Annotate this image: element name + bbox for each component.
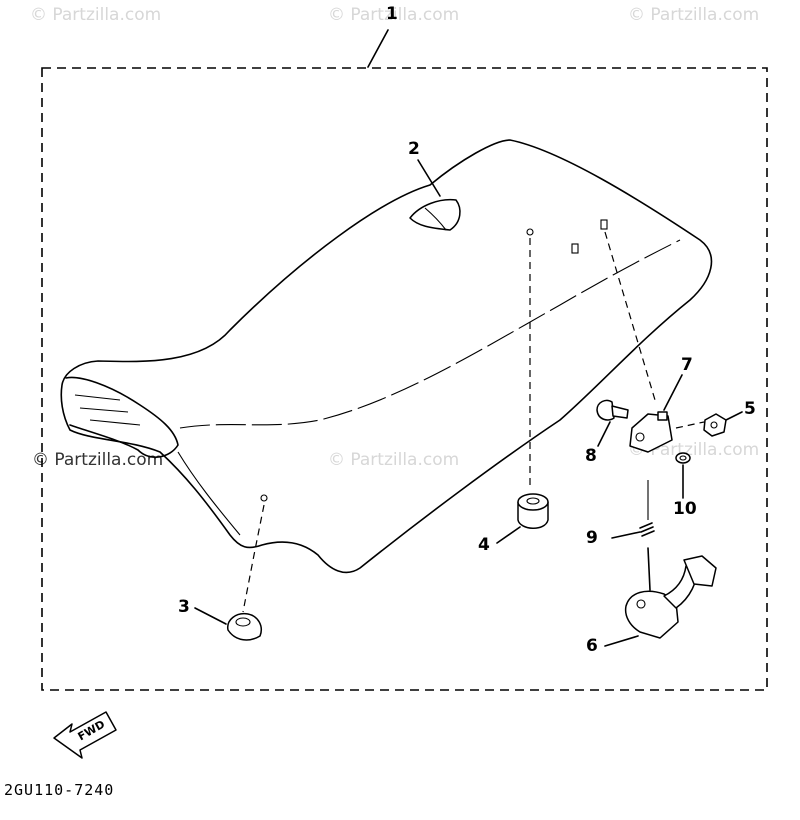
part-3-damper [194, 607, 262, 641]
part-4-damper [496, 493, 549, 544]
seat-front-ribs [74, 394, 141, 426]
part-8-bolt [596, 399, 629, 447]
seat [60, 139, 713, 574]
callout-2: 2 [408, 139, 420, 159]
callout-4: 4 [478, 535, 490, 555]
callout-8: 8 [585, 446, 597, 466]
part-10-washer [675, 452, 691, 499]
seat-hole [571, 243, 579, 254]
seat-outline [60, 139, 713, 574]
seat-hole [600, 219, 608, 230]
watermark: © Partzilla.com [628, 5, 760, 25]
alignment-line-3 [242, 504, 265, 613]
callout-3: 3 [178, 597, 190, 617]
callout-1: 1 [386, 4, 398, 24]
callout-6: 6 [586, 636, 598, 656]
callout-9: 9 [586, 528, 598, 548]
part-6-lock-lever [604, 547, 717, 647]
forward-arrow [53, 711, 117, 759]
part-7-bracket [629, 374, 683, 453]
watermark: © Partzilla.com [32, 450, 164, 470]
callout-5: 5 [744, 399, 756, 419]
seat-side-edge [177, 451, 241, 536]
seat-front-end [65, 376, 179, 458]
assembly-boundary [41, 67, 768, 691]
leader-1 [367, 29, 389, 68]
diagram-code: 2GU110-7240 [4, 781, 115, 799]
part-2-clip [409, 159, 461, 231]
part-9-spring [611, 480, 655, 539]
seat-hole [526, 228, 534, 236]
seat-hole [260, 494, 268, 502]
seat-seam [179, 239, 681, 429]
watermark: © Partzilla.com [30, 5, 162, 25]
callout-10: 10 [673, 499, 697, 519]
callout-7: 7 [681, 355, 693, 375]
watermark: © Partzilla.com [328, 450, 460, 470]
part-5-nut [675, 411, 743, 437]
alignment-line-7 [604, 231, 656, 401]
watermark: © Partzilla.com [328, 5, 460, 25]
